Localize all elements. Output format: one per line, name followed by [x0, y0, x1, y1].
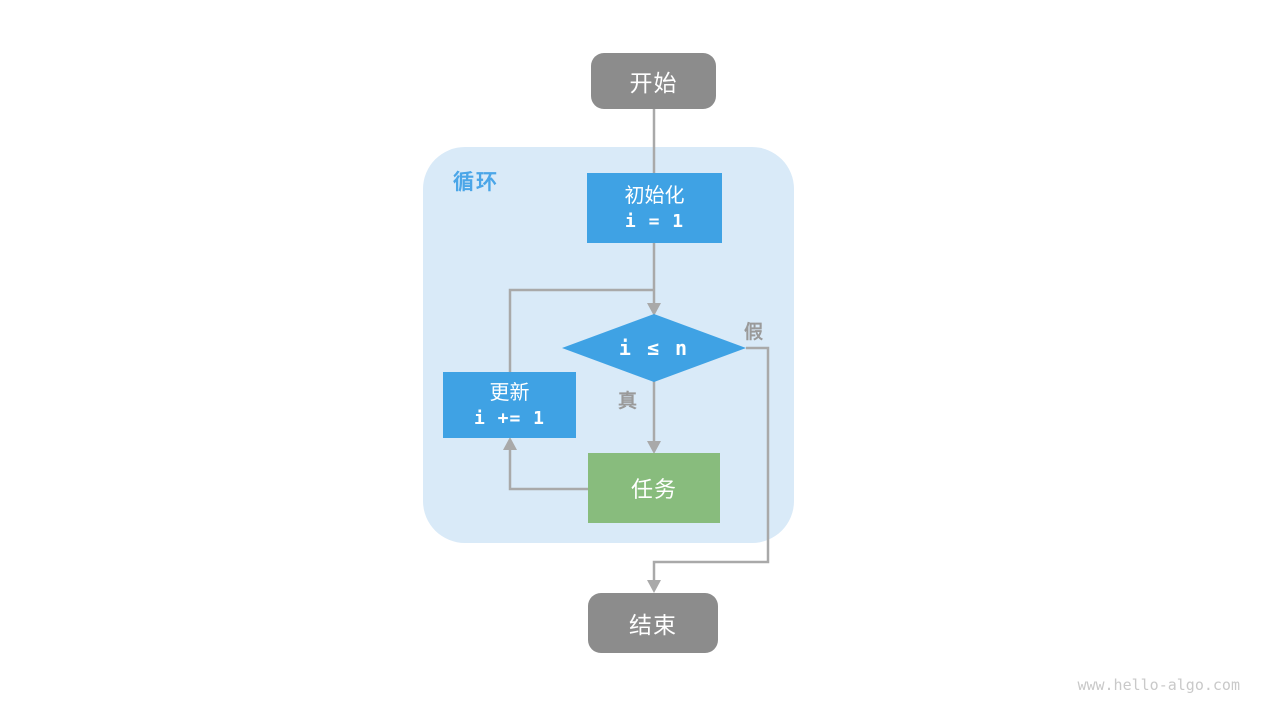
watermark-text: www.hello-algo.com [1077, 676, 1240, 694]
edge-label-false: 假 [744, 322, 764, 343]
edge-label-true: 真 [618, 391, 638, 412]
loop-label: 循环 [453, 171, 499, 194]
node-update: 更新 i += 1 [443, 372, 576, 438]
node-init-code: i = 1 [624, 210, 685, 232]
node-init: 初始化 i = 1 [587, 173, 722, 243]
node-condition-code: i ≤ n [618, 336, 690, 360]
arrowhead-into-end [647, 580, 661, 593]
node-update-code: i += 1 [473, 407, 546, 429]
node-end: 结束 [588, 593, 718, 653]
node-end-label: 结束 [629, 612, 677, 638]
node-start-label: 开始 [629, 70, 678, 96]
node-task: 任务 [588, 453, 720, 523]
node-start: 开始 [591, 53, 716, 109]
node-task-label: 任务 [630, 477, 677, 502]
node-init-title: 初始化 [624, 184, 685, 207]
node-update-title: 更新 [489, 381, 530, 404]
